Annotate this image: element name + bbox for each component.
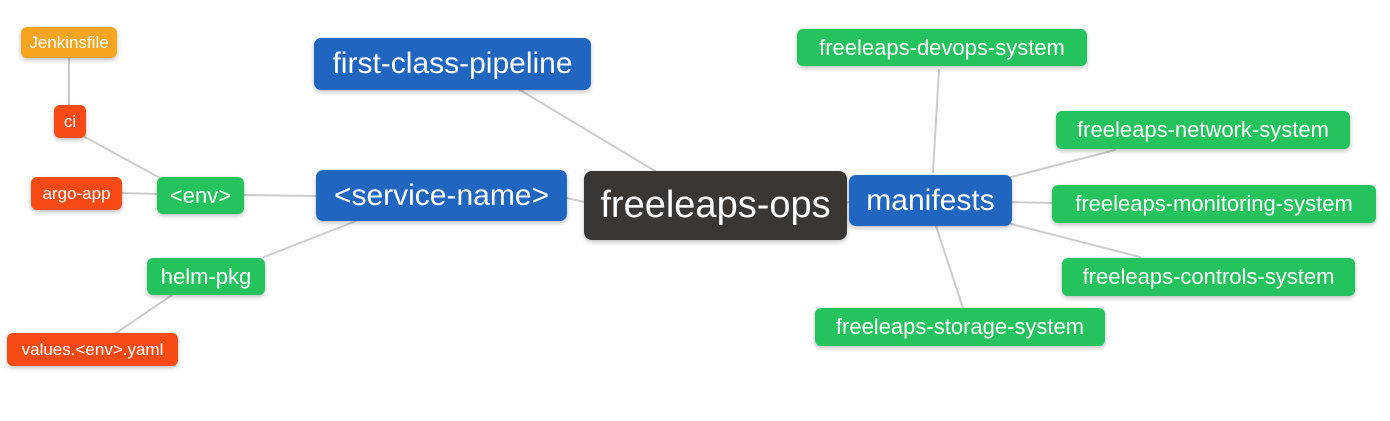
node-first-class-pipeline[interactable]: first-class-pipeline: [314, 38, 591, 90]
node-ci[interactable]: ci: [54, 105, 86, 138]
node-freeleaps-controls-system[interactable]: freeleaps-controls-system: [1062, 258, 1355, 296]
edge-manifests-network-system: [1010, 149, 1116, 178]
node-freeleaps-devops-system[interactable]: freeleaps-devops-system: [797, 29, 1087, 66]
edge-helm-pkg-values: [115, 294, 173, 334]
node-freeleaps-ops[interactable]: freeleaps-ops: [584, 171, 847, 240]
edge-manifests-controls-system: [1010, 223, 1141, 258]
node-freeleaps-storage-system[interactable]: freeleaps-storage-system: [815, 308, 1105, 346]
node-values-env-yaml[interactable]: values.<env>.yaml: [7, 333, 178, 366]
edge-service-name-helm-pkg: [263, 220, 357, 258]
node-manifests[interactable]: manifests: [849, 175, 1012, 226]
edge-argo-app-env: [121, 192, 158, 195]
node-env[interactable]: <env>: [157, 177, 244, 214]
node-argo-app[interactable]: argo-app: [31, 177, 122, 210]
node-freeleaps-network-system[interactable]: freeleaps-network-system: [1056, 111, 1350, 149]
edge-manifests-devops-system: [932, 69, 940, 173]
edge-env-service-name: [243, 194, 317, 197]
node-service-name[interactable]: <service-name>: [316, 170, 567, 221]
edge-service-name-freeleaps-ops: [566, 197, 585, 203]
node-jenkinsfile[interactable]: Jenkinsfile: [21, 27, 117, 58]
edge-pipeline-freeleaps-ops: [519, 89, 656, 172]
node-helm-pkg[interactable]: helm-pkg: [147, 258, 265, 295]
node-freeleaps-monitoring-system[interactable]: freeleaps-monitoring-system: [1052, 185, 1376, 223]
edge-manifests-monitoring-system: [1011, 201, 1053, 204]
edge-manifests-storage-system: [935, 225, 964, 309]
edge-ci-env: [82, 135, 163, 180]
